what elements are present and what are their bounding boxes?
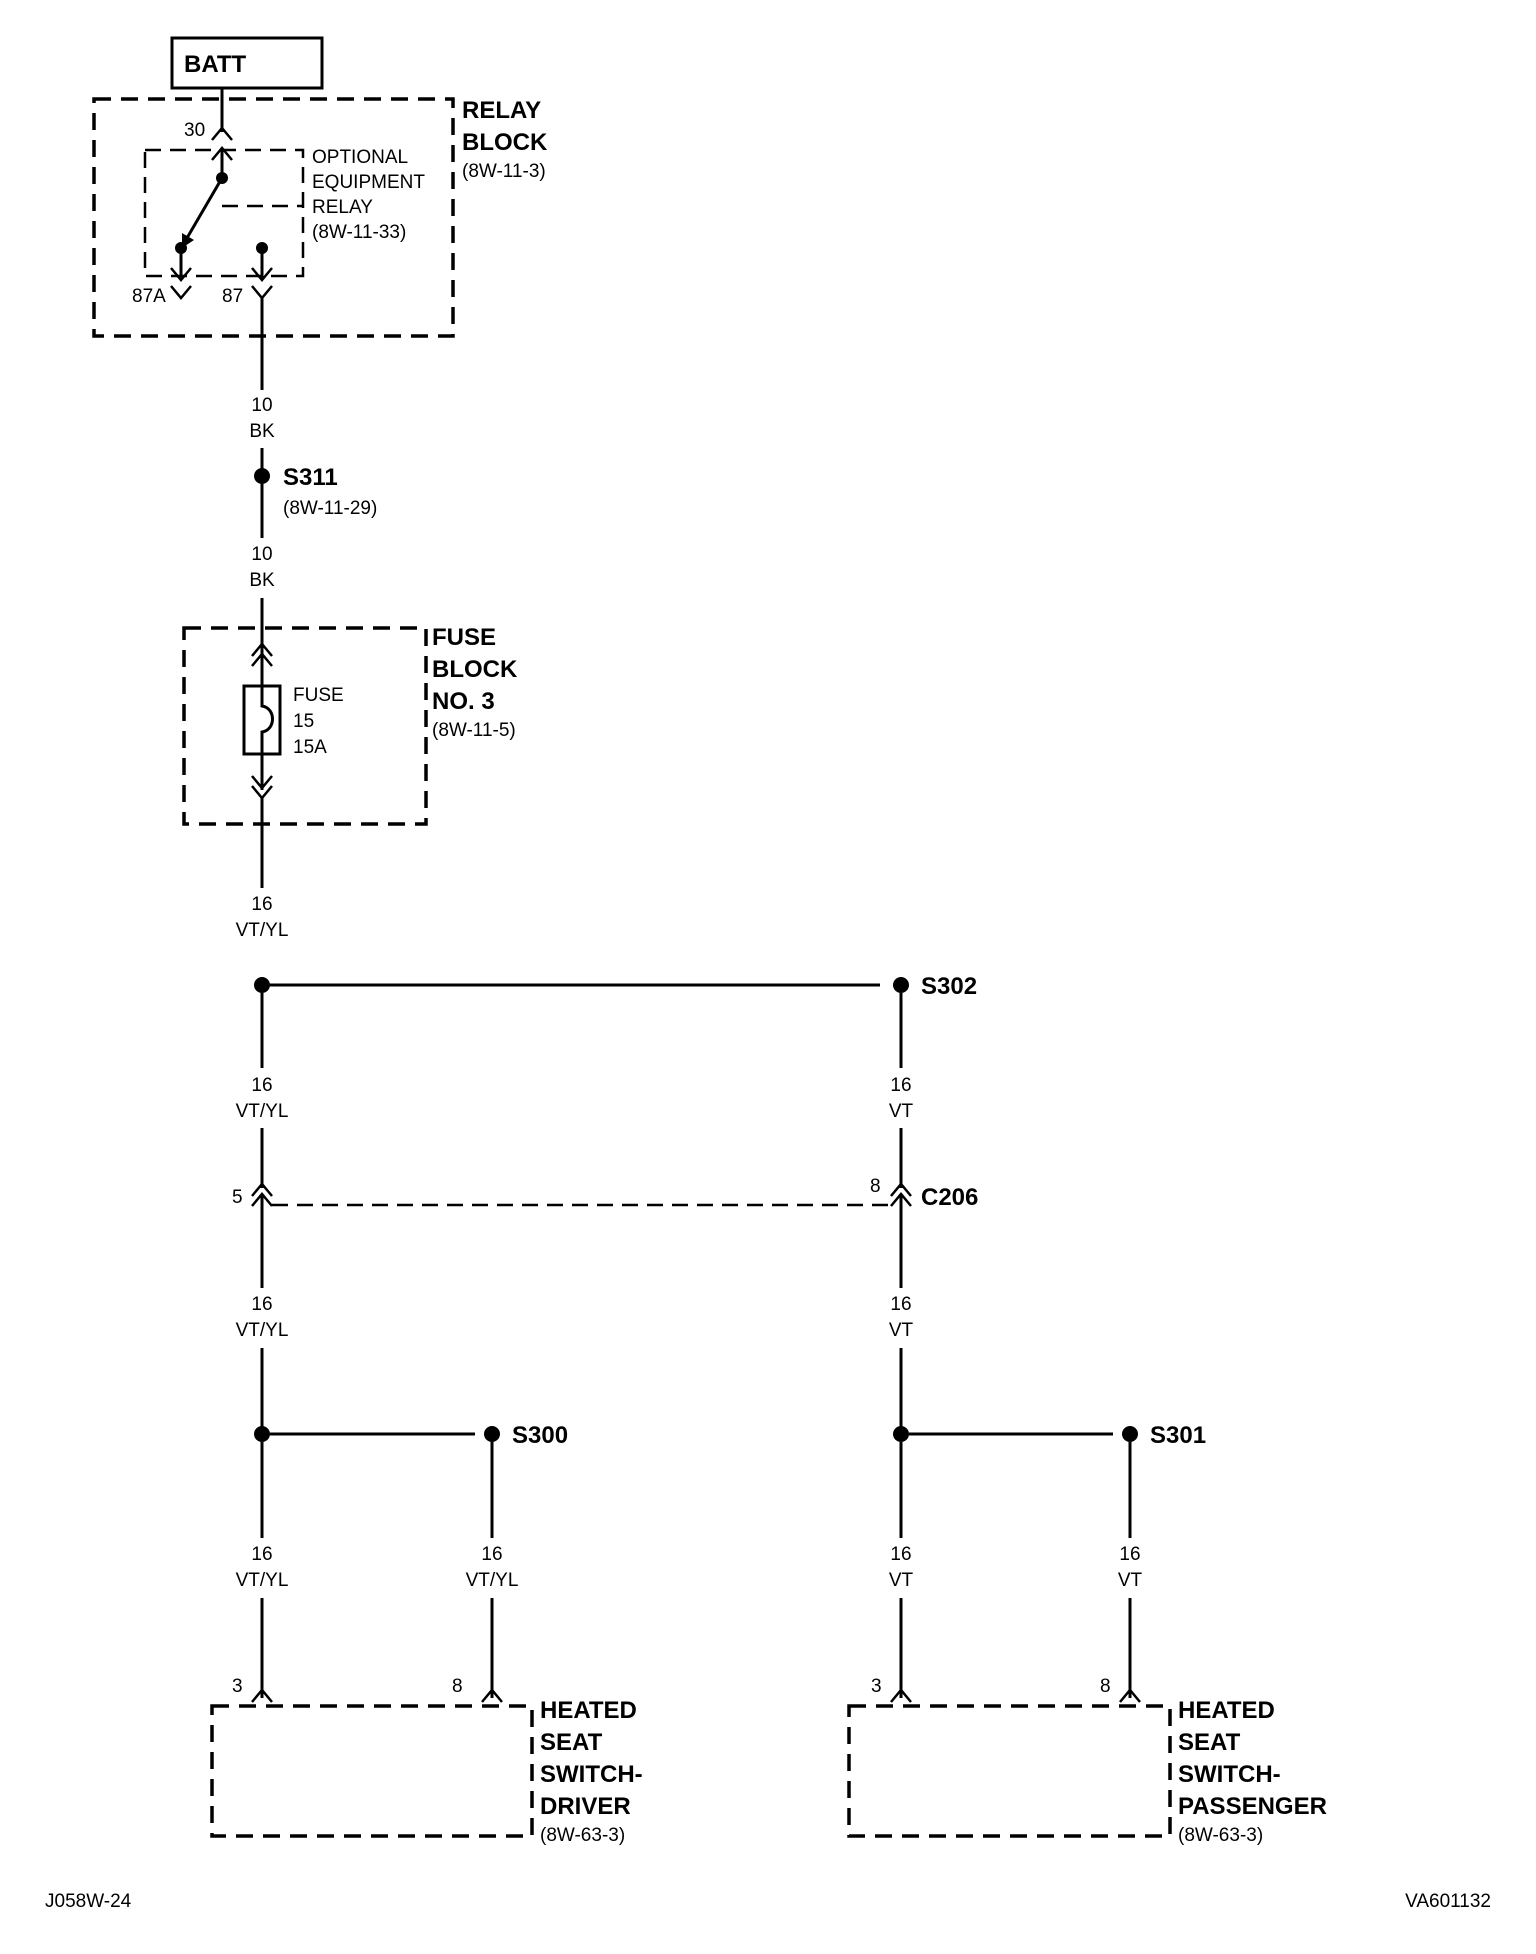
footer-right-code: VA601132 (1405, 1891, 1491, 1912)
splice-s301-label: S301 (1150, 1422, 1206, 1449)
relay-ref: (8W-11-33) (312, 222, 406, 243)
splice-s311-ref: (8W-11-29) (283, 498, 377, 519)
wire-2-gauge: 10 (251, 544, 272, 565)
relay-block-ref: (8W-11-3) (462, 161, 546, 182)
wire-3-color: VT/YL (236, 920, 289, 941)
relay-block-title-2: BLOCK (462, 129, 548, 156)
wire-8-gauge: 16 (251, 1544, 272, 1565)
wire-3-gauge: 16 (251, 894, 272, 915)
splice-s301-dot (1122, 1426, 1138, 1442)
driver-splice-dot (254, 1426, 270, 1442)
fuse-output-connector-a (251, 775, 273, 790)
driver-switch-title-1: HEATED (540, 1697, 637, 1724)
relay-block-title-1: RELAY (462, 97, 541, 124)
driver-switch-title-3: SWITCH- (540, 1761, 643, 1788)
splice-s311-dot (254, 468, 270, 484)
relay-name-1: OPTIONAL (312, 147, 408, 168)
driver-pin-3-connector (251, 1688, 273, 1703)
driver-switch-outline (210, 1704, 534, 1838)
fuse-input-connector-a (251, 642, 273, 657)
passenger-pin-8-label: 8 (1100, 1676, 1111, 1697)
passenger-switch-ref: (8W-63-3) (1178, 1825, 1263, 1846)
passenger-switch-title-2: SEAT (1178, 1729, 1241, 1756)
wire-4-color: VT/YL (236, 1101, 289, 1122)
wire-6-color: VT/YL (236, 1320, 289, 1341)
wire-5-gauge: 16 (890, 1075, 911, 1096)
c206-label: C206 (921, 1184, 978, 1211)
splice-s311-label: S311 (283, 464, 338, 491)
wire-10-color: VT (889, 1570, 914, 1591)
fuse-block-ref: (8W-11-5) (432, 720, 516, 741)
driver-switch-title-2: SEAT (540, 1729, 603, 1756)
pin-87a-label: 87A (132, 286, 166, 307)
wire-6-gauge: 16 (251, 1294, 272, 1315)
passenger-switch-title-1: HEATED (1178, 1697, 1275, 1724)
fuse-block-title-1: FUSE (432, 624, 496, 651)
wire-9-gauge: 16 (481, 1544, 502, 1565)
c206-pin-right: 8 (870, 1176, 881, 1197)
passenger-pin-3-label: 3 (871, 1676, 882, 1697)
relay-switch-arm (185, 177, 224, 239)
wire-1-color: BK (249, 421, 275, 442)
wire-1-gauge: 10 (251, 395, 272, 416)
wire-4-gauge: 16 (251, 1075, 272, 1096)
c206-pin-left: 5 (232, 1187, 243, 1208)
wire-10-gauge: 16 (890, 1544, 911, 1565)
pin-87a-connector (170, 285, 192, 300)
passenger-switch-title-4: PASSENGER (1178, 1793, 1327, 1820)
passenger-switch-outline (847, 1704, 1172, 1838)
wire-7-gauge: 16 (890, 1294, 911, 1315)
pin-87-label: 87 (222, 286, 243, 307)
fuse-element (260, 686, 274, 754)
driver-switch-title-4: DRIVER (540, 1793, 631, 1820)
relay-no-terminal (251, 267, 273, 282)
pin-30-connector (211, 126, 233, 141)
driver-pin-8-label: 8 (452, 1676, 463, 1697)
splice-s302-label: S302 (921, 973, 977, 1000)
driver-pin-3-label: 3 (232, 1676, 243, 1697)
splice-s302-dot (893, 977, 909, 993)
fuse-label: FUSE (293, 685, 344, 706)
relay-outline (143, 148, 305, 278)
wire-8-color: VT/YL (236, 1570, 289, 1591)
pin-87-connector (251, 285, 273, 300)
wire-11-color: VT (1118, 1570, 1143, 1591)
driver-switch-ref: (8W-63-3) (540, 1825, 625, 1846)
fuse-block-title-3: NO. 3 (432, 688, 495, 715)
wire-2-color: BK (249, 570, 275, 591)
relay-name-3: RELAY (312, 197, 373, 218)
driver-pin-8-connector (481, 1688, 503, 1703)
main-splice-dot (254, 977, 270, 993)
battery-box (170, 36, 324, 90)
passenger-switch-title-3: SWITCH- (1178, 1761, 1281, 1788)
fuse-rating: 15A (293, 737, 327, 758)
passenger-pin-8-connector (1119, 1688, 1141, 1703)
c206-pin-8-upper (890, 1182, 912, 1197)
c206-pin-5-upper (251, 1182, 273, 1197)
passenger-splice-dot (893, 1426, 909, 1442)
relay-name-2: EQUIPMENT (312, 172, 425, 193)
relay-nc-terminal (170, 267, 192, 282)
fuse-block-title-2: BLOCK (432, 656, 518, 683)
wire-9-color: VT/YL (466, 1570, 519, 1591)
wire-7-color: VT (889, 1320, 914, 1341)
wire-11-gauge: 16 (1119, 1544, 1140, 1565)
footer-left-code: J058W-24 (45, 1891, 132, 1912)
passenger-pin-3-connector (890, 1688, 912, 1703)
splice-s300-label: S300 (512, 1422, 568, 1449)
fuse-block-outline (182, 626, 428, 826)
splice-s300-dot (484, 1426, 500, 1442)
wire-5-color: VT (889, 1101, 914, 1122)
battery-label: BATT (184, 51, 247, 78)
pin-30-label: 30 (184, 120, 205, 141)
fuse-number: 15 (293, 711, 314, 732)
